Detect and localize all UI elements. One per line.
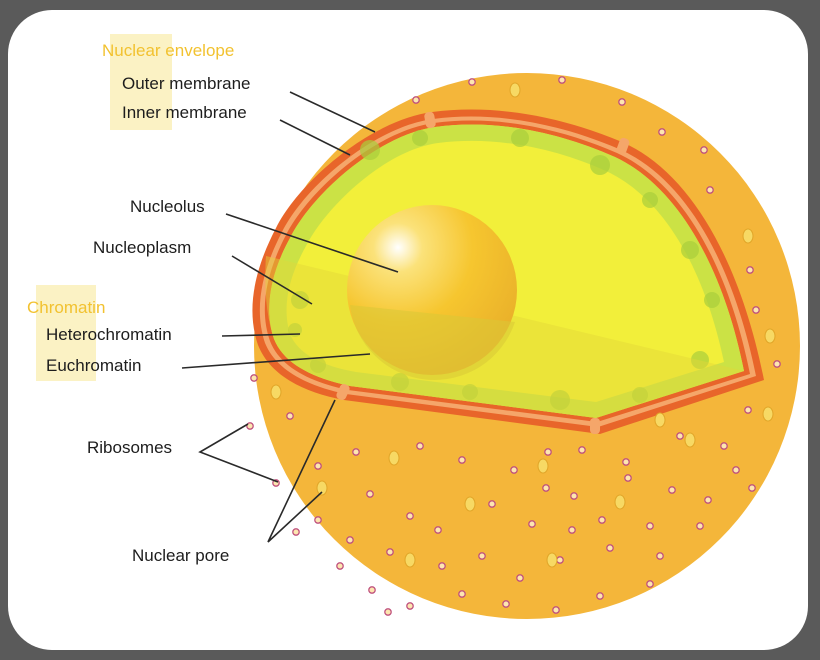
ribosome-dot	[618, 98, 626, 106]
ribosome-dots	[246, 76, 781, 616]
ribosome-dot	[368, 586, 376, 594]
label-inner-membrane: Inner membrane	[122, 103, 247, 122]
ribosome-dot	[406, 602, 414, 610]
cytoplasm-granule	[404, 552, 416, 568]
cytoplasm-granule	[316, 480, 328, 496]
ribosome-dot	[552, 606, 560, 614]
ribosome-dot	[544, 448, 552, 456]
ribosome-dot	[434, 526, 442, 534]
cytoplasm-granule	[764, 328, 776, 344]
nuclear-pores	[336, 111, 630, 434]
ribosome-dot	[346, 536, 354, 544]
ribosome-dot	[606, 544, 614, 552]
ribosome-dot	[384, 608, 392, 616]
leader-lines	[181, 91, 399, 543]
ribosome-dot	[468, 78, 476, 86]
ribosome-dot	[746, 266, 754, 274]
ribosome-dot	[292, 528, 300, 536]
ribosome-dot	[748, 484, 756, 492]
cytoplasm-granule	[388, 450, 400, 466]
ribosome-dot	[720, 442, 728, 450]
ribosome-dot	[386, 548, 394, 556]
cytoplasm-granule	[270, 384, 282, 400]
cell-nucleus-diagram: Nuclear envelope Outer membrane Inner me…	[27, 34, 800, 619]
ribosome-dot	[406, 512, 414, 520]
label-nuclear-envelope: Nuclear envelope	[102, 41, 234, 60]
ribosome-dot	[488, 500, 496, 508]
nuclear-envelope-highlight	[110, 34, 172, 130]
label-ribosomes: Ribosomes	[87, 438, 172, 457]
ribosome-dot	[542, 484, 550, 492]
ribosome-dot	[598, 516, 606, 524]
ribosome-dot	[596, 592, 604, 600]
ribosome-dot	[570, 492, 578, 500]
ribosome-dot	[646, 522, 654, 530]
ribosome-dot	[314, 516, 322, 524]
ribosome-dot	[558, 76, 566, 84]
ribosome-dot	[658, 128, 666, 136]
cytoplasm-granule	[742, 228, 754, 244]
ribosome-dot	[412, 96, 420, 104]
ribosome-dot	[246, 422, 254, 430]
ribosome-dot	[752, 306, 760, 314]
ribosome-dot	[578, 446, 586, 454]
label-chromatin: Chromatin	[27, 298, 105, 317]
ribosome-dot	[706, 186, 714, 194]
ribosome-dot	[478, 552, 486, 560]
label-nuclear-pore: Nuclear pore	[132, 546, 229, 565]
ribosome-dot	[502, 600, 510, 608]
ribosome-dot	[704, 496, 712, 504]
ribosome-dot	[286, 412, 294, 420]
ribosome-dot	[773, 360, 781, 368]
ribosome-dot	[516, 574, 524, 582]
ribosome-dot	[624, 474, 632, 482]
ribosome-dot	[336, 562, 344, 570]
ribosome-dot	[528, 520, 536, 528]
cytoplasm-granule	[684, 432, 696, 448]
label-euchromatin: Euchromatin	[46, 356, 141, 375]
cytoplasm-granule	[509, 82, 521, 98]
ribosome-dot	[458, 590, 466, 598]
ribosome-dot	[622, 458, 630, 466]
label-nucleoplasm: Nucleoplasm	[93, 238, 191, 257]
cytoplasm-granule	[614, 494, 626, 510]
label-heterochromatin: Heterochromatin	[46, 325, 172, 344]
ribosome-dot	[696, 522, 704, 530]
ribosome-dot	[568, 526, 576, 534]
chromatin-highlight	[36, 285, 96, 381]
ribosome-dot	[668, 486, 676, 494]
ribosome-dot	[250, 374, 258, 382]
ribosome-dot	[676, 432, 684, 440]
nucleolus-shadow	[350, 305, 515, 380]
ribosome-dot	[438, 562, 446, 570]
ribosome-dot	[458, 456, 466, 464]
ribosome-dot	[700, 146, 708, 154]
cytoplasm-granule	[464, 496, 476, 512]
cytoplasm-granule	[762, 406, 774, 422]
ribosome-dot	[352, 448, 360, 456]
cytoplasm-granule	[546, 552, 558, 568]
ribosome-dot	[732, 466, 740, 474]
ribosome-dot	[416, 442, 424, 450]
ribosome-dot	[656, 552, 664, 560]
cytoplasm-granule	[654, 412, 666, 428]
ribosome-dot	[744, 406, 752, 414]
ribosome-dot	[510, 466, 518, 474]
ribosome-dot	[556, 556, 564, 564]
label-nucleolus: Nucleolus	[130, 197, 205, 216]
ribosome-dot	[314, 462, 322, 470]
diagram-card: Nuclear envelope Outer membrane Inner me…	[8, 10, 808, 650]
ribosome-dot	[366, 490, 374, 498]
label-outer-membrane: Outer membrane	[122, 74, 251, 93]
cytoplasm-granule	[537, 458, 549, 474]
ribosome-dot	[646, 580, 654, 588]
